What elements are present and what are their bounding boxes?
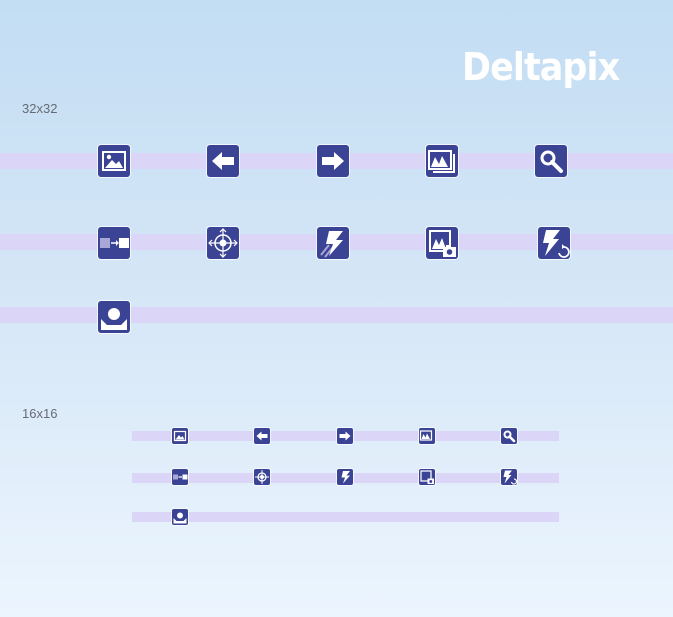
arrow-right-icon[interactable] — [337, 428, 353, 444]
magnifier-icon[interactable] — [501, 428, 517, 444]
flash-refresh-icon[interactable] — [538, 227, 570, 259]
arrow-left-icon[interactable] — [254, 428, 270, 444]
move-to-icon[interactable] — [172, 469, 188, 485]
target-icon[interactable] — [207, 227, 239, 259]
inbox-icon[interactable] — [172, 509, 188, 525]
flash-icon[interactable] — [317, 227, 349, 259]
picture-icon[interactable] — [98, 145, 130, 177]
arrow-right-icon[interactable] — [317, 145, 349, 177]
gallery-icon[interactable] — [426, 145, 458, 177]
flash-icon[interactable] — [337, 469, 353, 485]
arrow-left-icon[interactable] — [207, 145, 239, 177]
target-icon[interactable] — [254, 469, 270, 485]
icon-row-band — [0, 307, 673, 323]
photo-camera-icon[interactable] — [419, 469, 435, 485]
flash-refresh-icon[interactable] — [501, 469, 517, 485]
brand-logo: Deltapix — [462, 45, 620, 89]
magnifier-icon[interactable] — [535, 145, 567, 177]
move-to-icon[interactable] — [98, 227, 130, 259]
icon-row-band — [132, 512, 559, 522]
photo-camera-icon[interactable] — [426, 227, 458, 259]
section-label-32: 32x32 — [22, 101, 58, 116]
section-label-16: 16x16 — [22, 406, 58, 421]
inbox-icon[interactable] — [98, 301, 130, 333]
picture-icon[interactable] — [172, 428, 188, 444]
gallery-icon[interactable] — [419, 428, 435, 444]
